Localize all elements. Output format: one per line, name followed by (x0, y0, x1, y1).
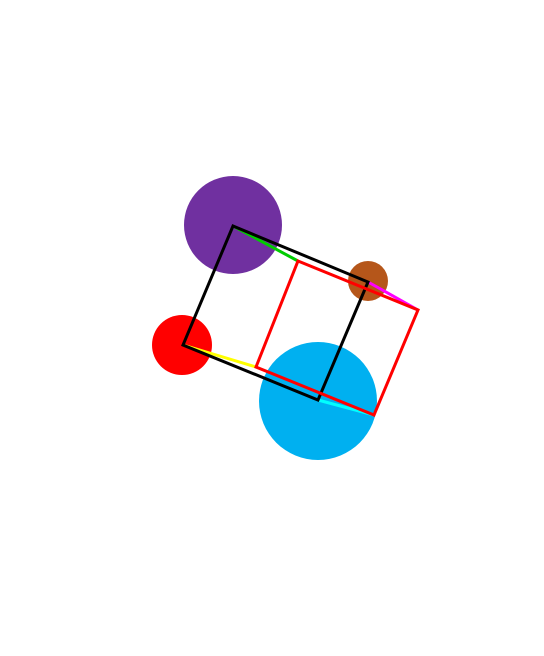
red-square (254, 259, 420, 417)
black-square (181, 224, 370, 402)
